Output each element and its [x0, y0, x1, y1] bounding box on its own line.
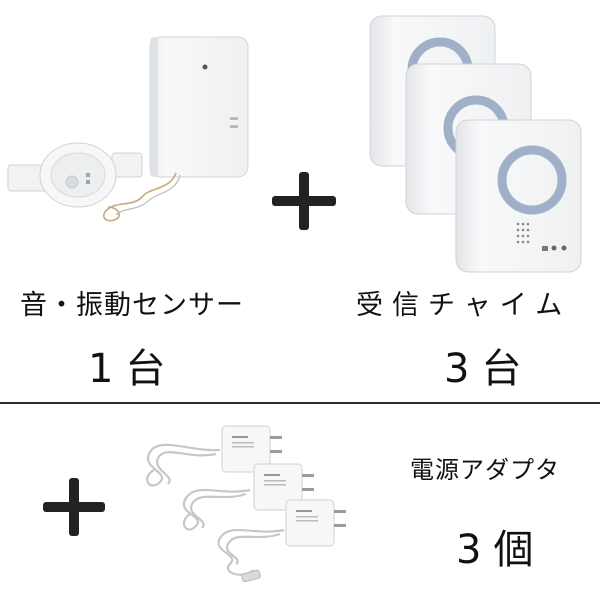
sensor-device-image: [0, 25, 260, 225]
section-divider: [0, 402, 600, 404]
plus-icon: [272, 172, 336, 230]
chime-count: 3台: [444, 346, 534, 392]
adapter-label: 電源アダプタ: [410, 456, 560, 484]
sensor-count: 1台: [88, 346, 178, 392]
plus-icon: [43, 478, 105, 536]
power-adapters-image: [130, 412, 380, 592]
sensor-label: 音・振動センサー: [20, 290, 244, 321]
chime-label: 受信チャイム: [356, 290, 572, 321]
chime-units-image: [360, 8, 590, 278]
adapter-count: 3個: [456, 527, 546, 573]
